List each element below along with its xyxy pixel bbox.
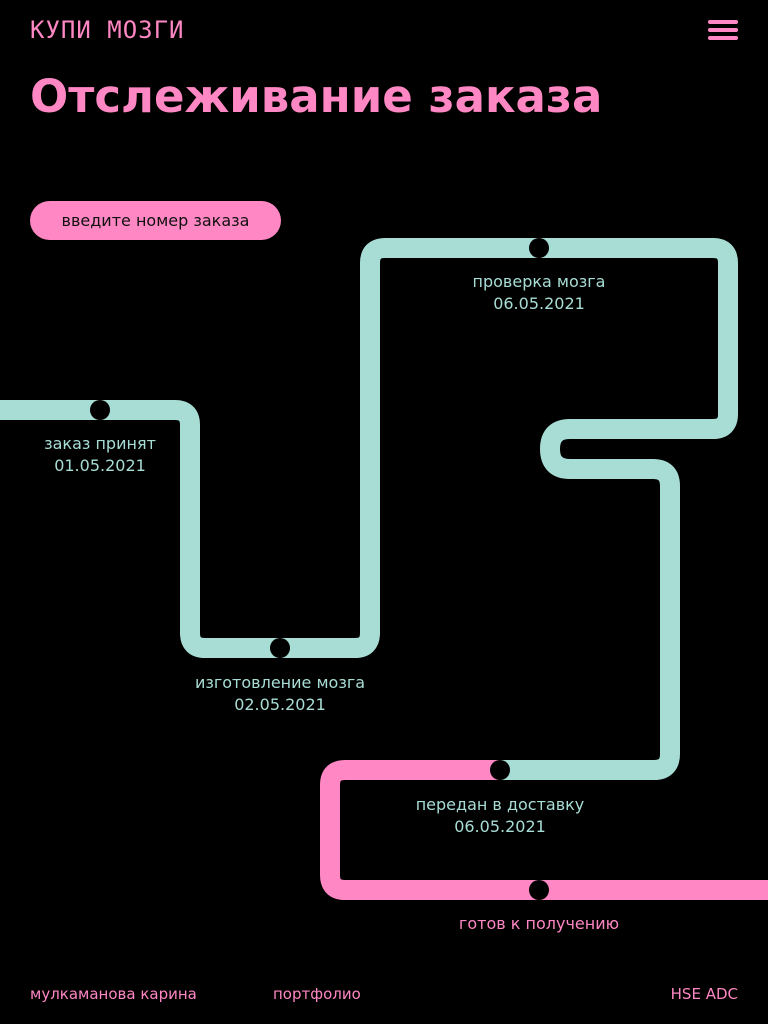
stage-marker-accepted	[90, 400, 110, 420]
hamburger-menu-icon[interactable]	[708, 20, 738, 42]
order-number-input[interactable]	[30, 201, 281, 240]
menu-line	[708, 36, 738, 40]
portfolio-link[interactable]: портфолио	[273, 985, 361, 1003]
stage-label: заказ принят	[44, 434, 156, 453]
stage-accepted: заказ принят 01.05.2021	[0, 433, 230, 477]
school-link[interactable]: HSE ADC	[670, 985, 738, 1003]
stage-marker-ready	[529, 880, 549, 900]
track-remaining	[320, 760, 768, 900]
menu-line	[708, 20, 738, 24]
track-completed	[0, 238, 738, 780]
stage-date: 02.05.2021	[234, 695, 326, 714]
stage-ready: готов к получению	[409, 913, 669, 935]
stage-date: 06.05.2021	[493, 294, 585, 313]
stage-date: 01.05.2021	[54, 456, 146, 475]
stage-label: проверка мозга	[472, 272, 606, 291]
stage-label: передан в доставку	[415, 795, 585, 814]
stage-inspection: проверка мозга 06.05.2021	[409, 271, 669, 315]
menu-line	[708, 28, 738, 32]
author-name: мулкаманова карина	[30, 985, 197, 1003]
stage-marker-inspection	[529, 238, 549, 258]
stage-label: изготовление мозга	[194, 673, 366, 692]
stage-date: 06.05.2021	[454, 817, 546, 836]
stage-shipped: передан в доставку 06.05.2021	[370, 794, 630, 838]
page-title: Отслеживание заказа	[30, 70, 603, 123]
logo[interactable]: КУПИ МОЗГИ	[30, 16, 185, 44]
stage-marker-shipped	[490, 760, 510, 780]
stage-label: готов к получению	[458, 914, 620, 933]
stage-marker-manufacturing	[270, 638, 290, 658]
stage-manufacturing: изготовление мозга 02.05.2021	[150, 672, 410, 716]
